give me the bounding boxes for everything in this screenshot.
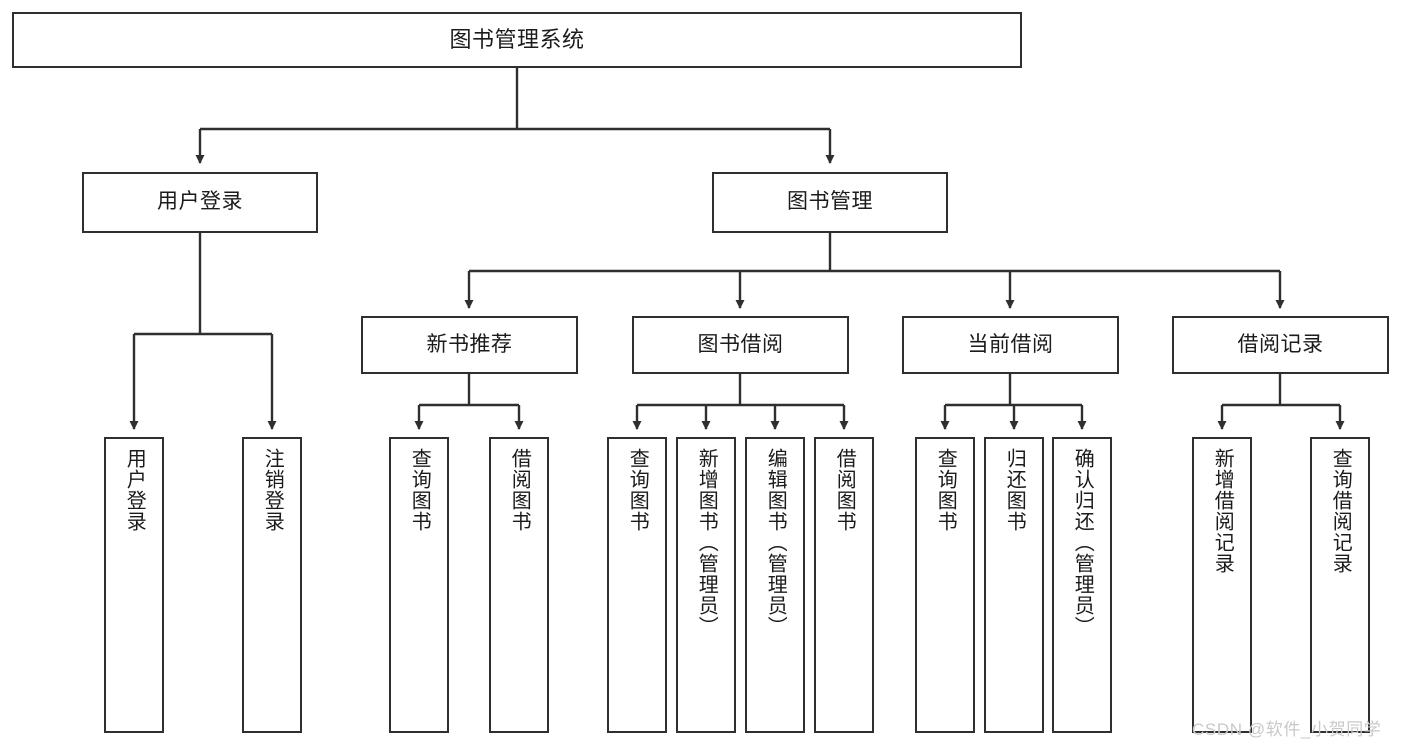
node-borrow-record[interactable]: 借阅记录	[1172, 316, 1389, 374]
leaf-add-record[interactable]: 新增借阅记录	[1192, 437, 1252, 733]
node-current-borrow[interactable]: 当前借阅	[902, 316, 1119, 374]
node-current-borrow-label: 当前借阅	[967, 332, 1054, 356]
leaf-confirm-return[interactable]: 确认归还（管理员）	[1052, 437, 1112, 733]
leaf-add-book[interactable]: 新增图书（管理员）	[676, 437, 736, 733]
csdn-watermark: CSDN @软件_小贺同学	[1192, 720, 1382, 739]
leaf-return-book[interactable]: 归还图书	[984, 437, 1044, 733]
leaf-query-book-2[interactable]: 查询图书	[607, 437, 667, 733]
leaf-return-book-label: 归还图书	[1003, 448, 1026, 532]
leaf-edit-book[interactable]: 编辑图书（管理员）	[745, 437, 805, 733]
leaf-edit-book-label: 编辑图书（管理员）	[764, 448, 787, 637]
leaf-query-book-3[interactable]: 查询图书	[915, 437, 975, 733]
leaf-query-record[interactable]: 查询借阅记录	[1310, 437, 1370, 733]
leaf-logout-login-label: 注销登录	[261, 448, 284, 532]
node-book-borrow[interactable]: 图书借阅	[632, 316, 849, 374]
leaf-confirm-return-label: 确认归还（管理员）	[1071, 448, 1094, 637]
node-book-manage[interactable]: 图书管理	[712, 172, 948, 233]
leaf-user-login-label: 用户登录	[123, 448, 146, 532]
node-root[interactable]: 图书管理系统	[12, 12, 1022, 68]
node-new-book-recommend[interactable]: 新书推荐	[361, 316, 578, 374]
node-book-borrow-label: 图书借阅	[697, 332, 784, 356]
leaf-add-book-label: 新增图书（管理员）	[695, 448, 718, 637]
leaf-borrow-book-2[interactable]: 借阅图书	[814, 437, 874, 733]
leaf-query-book-3-label: 查询图书	[934, 448, 957, 532]
node-root-label: 图书管理系统	[449, 27, 585, 53]
node-new-book-recommend-label: 新书推荐	[426, 332, 513, 356]
leaf-query-book-1-label: 查询图书	[408, 448, 431, 532]
leaf-add-record-label: 新增借阅记录	[1211, 448, 1234, 574]
leaf-user-login[interactable]: 用户登录	[104, 437, 164, 733]
leaf-query-book-2-label: 查询图书	[626, 448, 649, 532]
leaf-query-book-1[interactable]: 查询图书	[389, 437, 449, 733]
node-book-manage-label: 图书管理	[787, 190, 873, 214]
node-user-login[interactable]: 用户登录	[82, 172, 318, 233]
leaf-borrow-book-1-label: 借阅图书	[508, 448, 531, 532]
leaf-logout-login[interactable]: 注销登录	[242, 437, 302, 733]
leaf-borrow-book-2-label: 借阅图书	[833, 448, 856, 532]
node-user-login-label: 用户登录	[157, 190, 243, 214]
leaf-query-record-label: 查询借阅记录	[1329, 448, 1352, 574]
node-borrow-record-label: 借阅记录	[1237, 332, 1324, 356]
leaf-borrow-book-1[interactable]: 借阅图书	[489, 437, 549, 733]
